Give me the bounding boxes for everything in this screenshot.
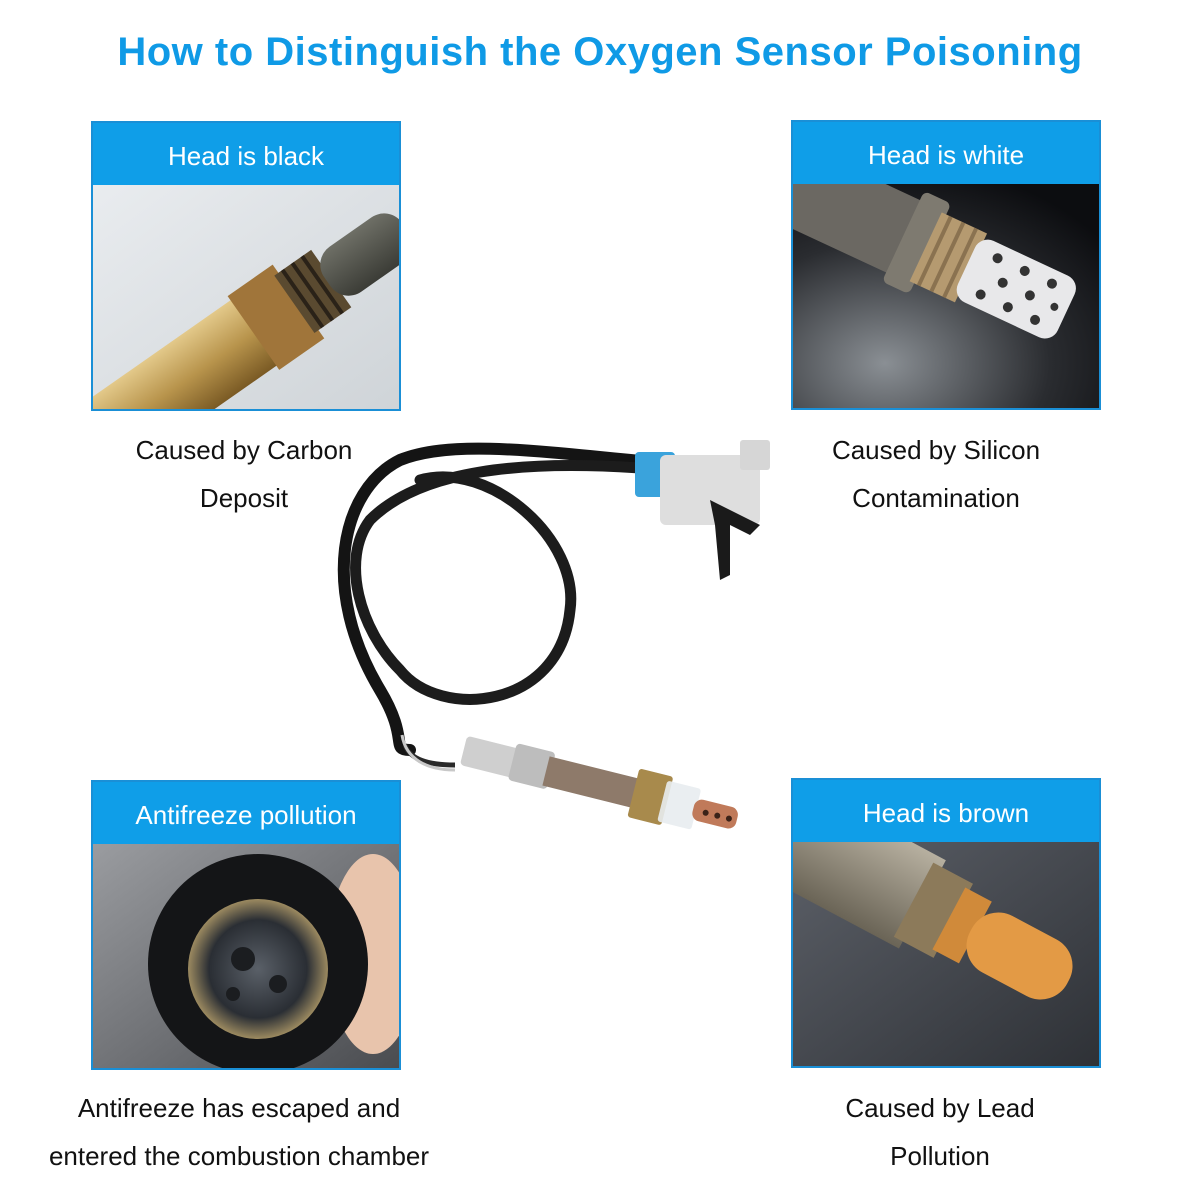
oxygen-sensor-product-image: [330, 430, 830, 880]
photo-sensor-head-black: [93, 185, 399, 409]
card-antifreeze-pollution: Antifreeze pollution: [91, 780, 401, 1070]
card-heading: Head is black: [93, 123, 399, 185]
caption-head-black: Caused by Carbon Deposit: [91, 426, 397, 522]
caption-line: Caused by Lead: [845, 1093, 1035, 1123]
caption-line: Antifreeze has escaped and: [77, 1093, 401, 1123]
sensor-black-illustration: [93, 185, 399, 409]
card-head-white: Head is white: [791, 120, 1101, 410]
caption-head-brown: Caused by Lead Pollution: [790, 1084, 1090, 1180]
photo-coolant-cap: [93, 844, 399, 1068]
card-heading: Antifreeze pollution: [93, 782, 399, 844]
caption-line: Caused by Carbon: [135, 435, 353, 465]
card-head-brown: Head is brown: [791, 778, 1101, 1068]
oxygen-sensor-icon: [337, 440, 770, 830]
caption-line: Caused by Silicon: [831, 435, 1041, 465]
caption-line: Contamination: [852, 483, 1020, 513]
sensor-brown-illustration: [793, 842, 1099, 1066]
card-heading: Head is brown: [793, 780, 1099, 842]
caption-line: Deposit: [199, 483, 289, 513]
photo-sensor-head-white: [793, 184, 1099, 408]
sensor-white-illustration: [793, 184, 1099, 408]
caption-line: entered the combustion chamber: [48, 1141, 430, 1171]
caption-head-white: Caused by Silicon Contamination: [786, 426, 1086, 522]
antifreeze-illustration: [93, 844, 399, 1068]
card-head-black: Head is black: [91, 121, 401, 411]
caption-antifreeze: Antifreeze has escaped and entered the c…: [0, 1084, 478, 1180]
page-title: How to Distinguish the Oxygen Sensor Poi…: [117, 30, 1083, 74]
card-heading: Head is white: [793, 122, 1099, 184]
caption-line: Pollution: [890, 1141, 990, 1171]
photo-sensor-head-brown: [793, 842, 1099, 1066]
